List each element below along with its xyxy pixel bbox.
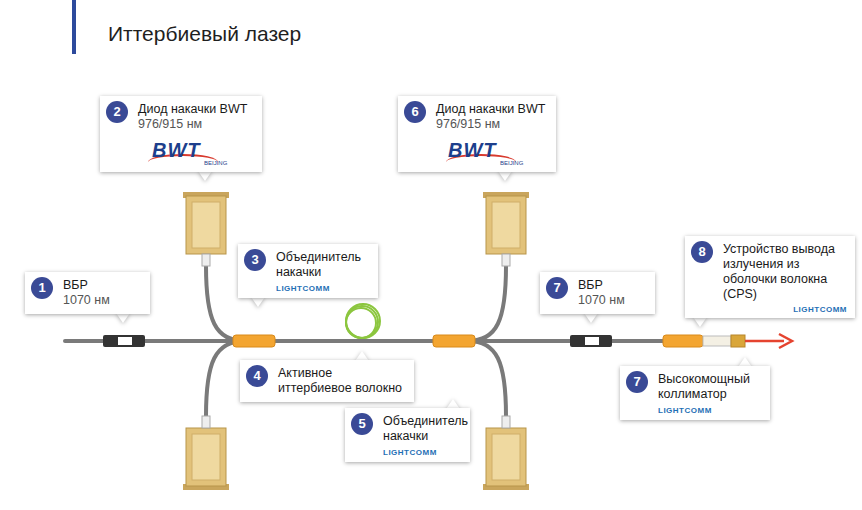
fbg (570, 335, 612, 347)
pump-diode (183, 192, 229, 266)
brand-logo: BWT (152, 140, 201, 160)
callout-box: ВБР1070 нм 7 (540, 272, 655, 314)
callout-heading: Устройство вывода излучения из оболочки … (723, 242, 847, 302)
brand-logo: LIGHTCOMM (793, 305, 847, 314)
pump-combiner (433, 335, 475, 347)
diagram-title: Иттербиевый лазер (108, 22, 301, 46)
callout-box: Диод накачки BWT976/915 нм 2BWTBEIJING (100, 96, 262, 172)
callout-box: ВБР1070 нм 1 (25, 272, 150, 314)
brand-logo-subtext: BEIJING (500, 160, 523, 167)
callout-box: Устройство вывода излучения из оболочки … (685, 236, 855, 318)
callout-heading: Объединитель накачки (383, 414, 462, 444)
callout-heading: Высокомощный коллиматор (658, 372, 762, 402)
callout-heading: ВБР (63, 278, 142, 293)
pump-fiber (468, 341, 506, 416)
callout-pointer (198, 171, 212, 181)
callout-box: Диод накачки BWT976/915 нм 6BWTBEIJING (398, 96, 556, 172)
callout-heading: Диод накачки BWT (436, 102, 548, 117)
callout-number: 7 (626, 371, 648, 393)
callout-number: 7 (546, 277, 568, 299)
callout-pointer (693, 317, 707, 327)
callout-pointer (251, 297, 265, 307)
callout-pointer (584, 313, 598, 323)
brand-logo: LIGHTCOMM (383, 448, 437, 457)
callout-box: Объединитель накачки 3LIGHTCOMM (238, 244, 378, 298)
callout-heading: ВБР (578, 278, 647, 293)
callout-box: Активное иттербиевое волокно 4 (240, 360, 414, 402)
callout-box: Объединитель накачки 5LIGHTCOMM (345, 408, 470, 462)
callout-number: 3 (244, 249, 266, 271)
callout-heading: Диод накачки BWT (138, 102, 254, 117)
callout-heading: Активное иттербиевое волокно (278, 366, 406, 396)
fiber-coil (346, 304, 380, 338)
collimator (703, 335, 745, 347)
pump-fiber (468, 266, 506, 341)
brand-logo-subtext: BEIJING (204, 160, 227, 167)
callout-detail: 976/915 нм (138, 117, 254, 132)
callout-detail: 1070 нм (63, 293, 142, 308)
brand-logo: LIGHTCOMM (658, 406, 712, 415)
fbg (103, 335, 145, 347)
callout-heading: Объединитель накачки (276, 250, 370, 280)
output-beam (745, 334, 792, 348)
callout-number: 6 (404, 101, 426, 123)
callout-pointer (116, 313, 130, 323)
pump-diode (183, 416, 229, 490)
accent-bar (72, 0, 76, 54)
pump-diode (483, 192, 529, 266)
callout-number: 1 (31, 277, 53, 299)
brand-logo: LIGHTCOMM (276, 284, 330, 293)
callout-detail: 1070 нм (578, 293, 647, 308)
callout-number: 5 (351, 413, 373, 435)
callout-detail: 976/915 нм (436, 117, 548, 132)
cladding-stripper (663, 335, 703, 347)
callout-number: 2 (106, 101, 128, 123)
pump-diode (483, 416, 529, 490)
callout-number: 8 (691, 241, 713, 263)
brand-logo: BWT (448, 140, 497, 160)
callout-box: Высокомощный коллиматор 7LIGHTCOMM (620, 366, 770, 420)
callout-pointer (498, 171, 512, 181)
callout-number: 4 (246, 365, 268, 387)
pump-combiner (233, 335, 275, 347)
